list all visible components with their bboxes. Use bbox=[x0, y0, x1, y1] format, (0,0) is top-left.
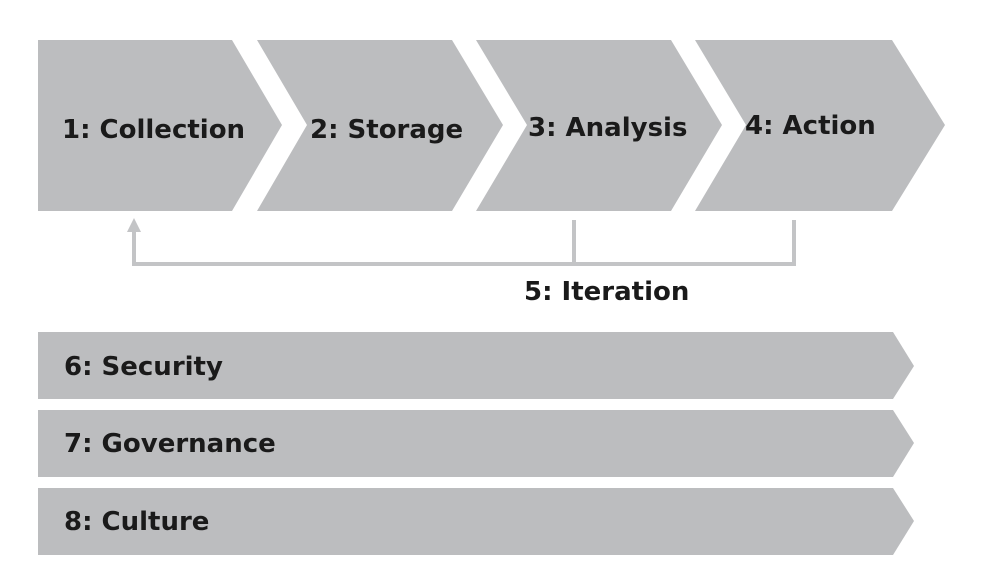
band-7-label: 7: Governance bbox=[64, 429, 276, 459]
stage-3-analysis: 3: Analysis bbox=[476, 40, 722, 211]
stage-3-label: 3: Analysis bbox=[528, 113, 687, 143]
band-7-shape bbox=[38, 410, 914, 477]
band-6-label: 6: Security bbox=[64, 352, 223, 382]
band-8-culture: 8: Culture bbox=[38, 488, 914, 555]
band-6-security: 6: Security bbox=[38, 332, 914, 399]
band-7-governance: 7: Governance bbox=[38, 410, 914, 477]
stage-4-shape bbox=[695, 40, 945, 211]
stage-4-label: 4: Action bbox=[745, 111, 876, 141]
iteration-connector bbox=[132, 220, 796, 266]
band-8-shape bbox=[38, 488, 914, 555]
stage-3-shape bbox=[476, 40, 722, 211]
stage-2-shape bbox=[257, 40, 503, 211]
iteration-arrowhead bbox=[127, 218, 141, 232]
stage-1-shape bbox=[38, 40, 282, 211]
band-8-label: 8: Culture bbox=[64, 507, 209, 537]
stage-2-label: 2: Storage bbox=[310, 115, 463, 145]
stage-2-storage: 2: Storage bbox=[257, 40, 503, 211]
iteration-loop: 5: Iteration bbox=[127, 218, 796, 307]
stage-4-action: 4: Action bbox=[695, 40, 945, 211]
band-6-shape bbox=[38, 332, 914, 399]
stage-1-label: 1: Collection bbox=[62, 115, 245, 145]
stage-1-collection: 1: Collection bbox=[38, 40, 282, 211]
iteration-label: 5: Iteration bbox=[524, 277, 689, 307]
